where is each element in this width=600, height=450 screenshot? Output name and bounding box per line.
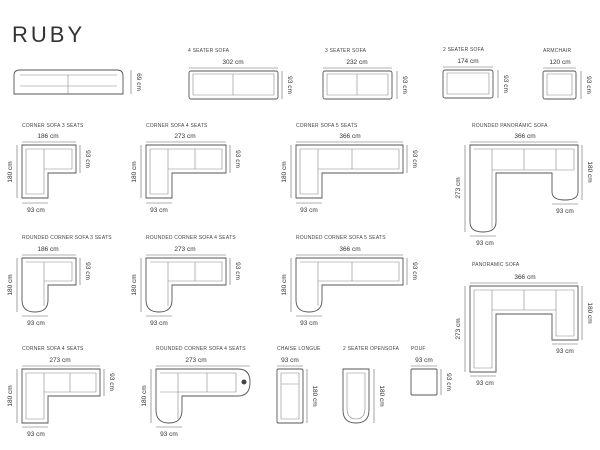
corner-3-bottom: 93 cm (27, 207, 45, 214)
panoramic-width: 366 cm (514, 274, 535, 281)
two-seater-width: 174 cm (457, 58, 478, 65)
three-seater-sofa: 3 SEATER SOFA 232 cm 93 cm (322, 48, 408, 100)
three-seater-depth: 93 cm (401, 76, 408, 94)
brand-title: RUBY (12, 22, 86, 47)
pouf-depth: 93 cm (445, 373, 452, 391)
rounded-corner-sofa-4-seats-alt: ROUNDED CORNER SOFA 4 SEATS 273 cm 180 c… (141, 346, 251, 438)
panoramic-left-bottom: 93 cm (476, 380, 494, 387)
marker-dot-icon (241, 379, 247, 385)
corner-4-alt-label: CORNER SOFA 4 SEATS (22, 346, 84, 352)
panoramic-sofa: PANORAMIC SOFA 366 cm 180 cm 273 cm 93 c… (455, 262, 593, 387)
corner-4-alt-length: 180 cm (7, 385, 14, 406)
rounded-corner-3-width: 186 cm (37, 246, 58, 253)
rounded-corner-4-length: 180 cm (131, 274, 138, 295)
rounded-panoramic-left-bottom: 93 cm (476, 240, 494, 247)
corner-sofa-3-seats: CORNER SOFA 3 SEATS 186 cm 93 cm 180 cm … (7, 123, 91, 214)
rounded-corner-4-alt-label: ROUNDED CORNER SOFA 4 SEATS (156, 346, 246, 352)
pouf-width: 93 cm (415, 357, 433, 364)
three-seater-width: 232 cm (346, 59, 367, 66)
panoramic-left-length: 273 cm (455, 318, 462, 339)
corner-4-alt-width: 273 cm (49, 357, 70, 364)
chaise-longue-length: 180 cm (311, 385, 318, 406)
corner-5-bottom: 93 cm (300, 207, 318, 214)
rounded-corner-sofa-4-seats: ROUNDED CORNER SOFA 4 SEATS 273 cm 93 cm… (131, 235, 241, 327)
pouf-label: POUF (411, 346, 426, 352)
rounded-corner-4-width: 273 cm (174, 246, 195, 253)
opensofa-label: 2 SEATER OPENSOFA (343, 346, 400, 352)
rounded-panoramic-right-bottom: 93 cm (556, 208, 574, 215)
armchair-depth: 93 cm (585, 76, 592, 94)
corner-4-length: 180 cm (131, 161, 138, 182)
panoramic-right-length: 180 cm (586, 302, 593, 323)
armchair-label: ARMCHAIR (543, 48, 571, 54)
panoramic-right-bottom: 93 cm (556, 348, 574, 355)
rounded-corner-5-bottom: 93 cm (300, 320, 318, 327)
rounded-corner-4-bottom: 93 cm (150, 320, 168, 327)
pouf: POUF 93 cm 93 cm (410, 346, 452, 396)
corner-4-width: 273 cm (174, 133, 195, 140)
corner-5-width: 366 cm (339, 133, 360, 140)
corner-sofa-4-seats: CORNER SOFA 4 SEATS 273 cm 93 cm 180 cm … (131, 123, 241, 214)
side-height-label: 69 cm (135, 73, 142, 91)
corner-4-alt-bottom: 93 cm (27, 431, 45, 438)
opensofa-length: 180 cm (378, 385, 385, 406)
four-seater-label: 4 SEATER SOFA (188, 48, 230, 54)
rounded-corner-4-alt-width: 273 cm (185, 357, 206, 364)
armchair: ARMCHAIR 120 cm 93 cm (542, 48, 592, 100)
rounded-panoramic-right-length: 180 cm (586, 161, 593, 182)
corner-5-label: CORNER SOFA 5 SEATS (296, 123, 358, 129)
armchair-width: 120 cm (549, 59, 570, 66)
corner-4-label: CORNER SOFA 4 SEATS (146, 123, 208, 129)
two-seater-sofa: 2 SEATER SOFA 174 cm 93 cm (442, 47, 509, 99)
rounded-panoramic-sofa: ROUNDED PANORAMIC SOFA 366 cm 180 cm 273… (455, 123, 593, 247)
chaise-longue-label: CHAISE LONGUE (277, 346, 321, 352)
side-elevation-drawing: 69 cm (13, 69, 142, 95)
rounded-corner-5-depth: 93 cm (411, 262, 418, 280)
rounded-corner-3-depth: 93 cm (84, 262, 91, 280)
two-seater-label: 2 SEATER SOFA (443, 47, 485, 53)
four-seater-width: 302 cm (222, 59, 243, 66)
rounded-corner-4-depth: 93 cm (234, 262, 241, 280)
rounded-corner-sofa-5-seats: ROUNDED CORNER SOFA 5 SEATS 366 cm 93 cm… (281, 235, 418, 327)
corner-sofa-4-seats-alt: CORNER SOFA 4 SEATS 273 cm 93 cm 180 cm … (7, 346, 115, 438)
rounded-corner-4-alt-length: 180 cm (141, 385, 148, 406)
corner-4-depth: 93 cm (234, 150, 241, 168)
three-seater-label: 3 SEATER SOFA (325, 48, 367, 54)
rounded-corner-3-label: ROUNDED CORNER SOFA 3 SEATS (22, 235, 112, 241)
four-seater-sofa: 4 SEATER SOFA 302 cm 93 cm (188, 48, 293, 100)
four-seater-depth: 93 cm (286, 76, 293, 94)
rounded-corner-5-width: 366 cm (339, 246, 360, 253)
two-seater-depth: 93 cm (502, 75, 509, 93)
panoramic-label: PANORAMIC SOFA (472, 262, 520, 268)
rounded-corner-5-label: ROUNDED CORNER SOFA 5 SEATS (296, 235, 386, 241)
corner-4-bottom: 93 cm (150, 207, 168, 214)
rounded-panoramic-left-length: 273 cm (455, 177, 462, 198)
rounded-corner-4-alt-bottom: 93 cm (160, 431, 178, 438)
corner-3-depth: 93 cm (84, 150, 91, 168)
rounded-corner-3-bottom: 93 cm (27, 320, 45, 327)
chaise-longue-width: 93 cm (281, 357, 299, 364)
chaise-longue: CHAISE LONGUE 93 cm 180 cm (276, 346, 321, 424)
rounded-corner-sofa-3-seats: ROUNDED CORNER SOFA 3 SEATS 186 cm 93 cm… (7, 235, 112, 327)
rounded-panoramic-label: ROUNDED PANORAMIC SOFA (472, 123, 548, 129)
corner-5-length: 180 cm (281, 161, 288, 182)
corner-sofa-5-seats: CORNER SOFA 5 SEATS 366 cm 93 cm 180 cm … (281, 123, 418, 214)
corner-5-depth: 93 cm (411, 150, 418, 168)
rounded-corner-5-length: 180 cm (281, 274, 288, 295)
two-seater-opensofa: 2 SEATER OPENSOFA 180 cm (342, 346, 400, 424)
corner-4-alt-depth: 93 cm (108, 373, 115, 391)
corner-3-width: 186 cm (37, 133, 58, 140)
corner-3-length: 180 cm (7, 161, 14, 182)
rounded-corner-4-label: ROUNDED CORNER SOFA 4 SEATS (146, 235, 236, 241)
rounded-corner-3-length: 180 cm (7, 274, 14, 295)
corner-3-label: CORNER SOFA 3 SEATS (22, 123, 84, 129)
rounded-panoramic-width: 366 cm (514, 133, 535, 140)
